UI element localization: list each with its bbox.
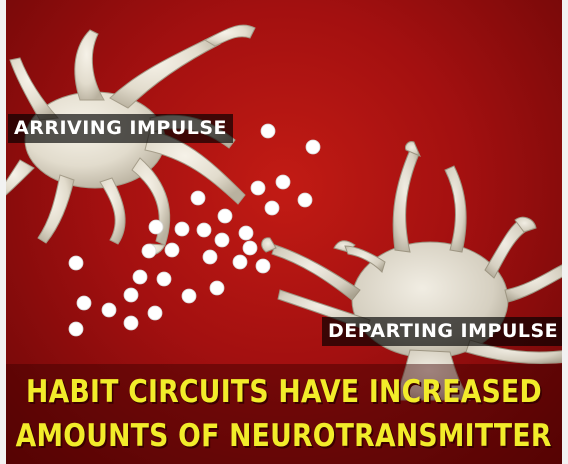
caption-line-2: AMOUNTS OF NEUROTRANSMITTER [16, 414, 552, 458]
caption-line-1: HABIT CIRCUITS HAVE INCREASED [26, 370, 542, 414]
arriving-impulse-label: ARRIVING IMPULSE [8, 114, 233, 143]
right-frame-edge [562, 0, 568, 464]
postsynaptic-neuron [262, 142, 568, 400]
departing-impulse-label: DEPARTING IMPULSE [322, 317, 564, 346]
left-frame-edge [0, 0, 6, 464]
caption-banner: HABIT CIRCUITS HAVE INCREASED AMOUNTS OF… [6, 364, 562, 464]
